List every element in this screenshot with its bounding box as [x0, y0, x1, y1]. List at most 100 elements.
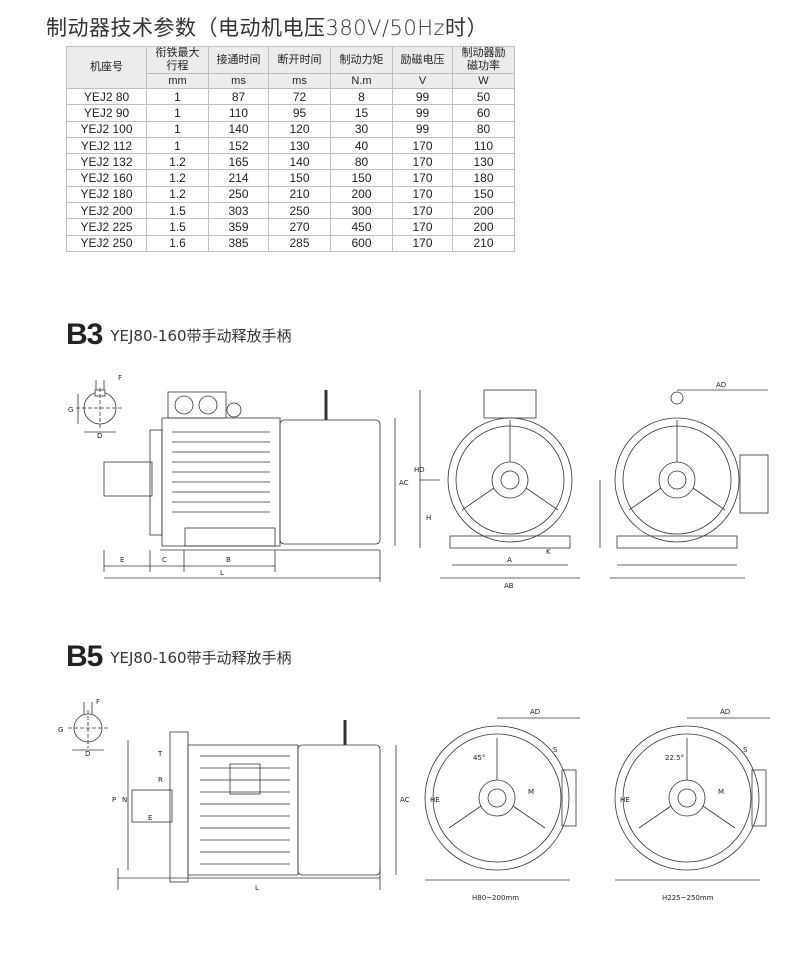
table-cell: 200	[452, 202, 515, 220]
table-cell: 152	[208, 136, 269, 155]
table-cell: 1.2	[146, 185, 209, 204]
b3-front-view-terminal-side	[599, 389, 769, 579]
table-cell: 270	[268, 218, 331, 236]
b3-cooling-fins	[172, 431, 270, 513]
table-cell: 99	[392, 104, 453, 122]
b5-caption-small: H80~200mm	[472, 894, 519, 902]
table-cell: 1.5	[146, 218, 209, 236]
b5-side-view	[117, 720, 397, 890]
table-cell: 140	[208, 120, 269, 138]
brake-spec-table: 机座号 衔铁最大行程 接通时间 断开时间 制动力矩 励磁电压 制动器励磁功率 m…	[66, 46, 515, 252]
b5-shaft-section	[68, 702, 108, 751]
b3-label-b: B	[226, 556, 231, 564]
b3-label-ad: AD	[716, 381, 726, 389]
table-cell: 110	[452, 136, 515, 155]
table-cell: 99	[392, 120, 453, 138]
b5-label-p: P	[112, 796, 116, 804]
b3-label-h: H	[426, 514, 431, 522]
b3-label-l: L	[220, 569, 224, 577]
b5-label-l: L	[255, 884, 259, 892]
unit-off-time: ms	[268, 73, 331, 89]
header-torque: 制动力矩	[330, 46, 393, 74]
table-cell: 214	[208, 169, 269, 187]
table-cell: YEJ2 112	[66, 136, 147, 155]
table-cell: 1	[146, 104, 209, 122]
b5-caption-large: H225~250mm	[662, 894, 714, 902]
table-cell: 87	[208, 87, 269, 106]
table-cell: 80	[452, 120, 515, 138]
table-cell: 170	[392, 185, 453, 204]
unit-stroke: mm	[146, 73, 209, 89]
b3-drawing: F G D E C B L AC HD H A AB K AD	[68, 374, 769, 590]
b5-label-e: E	[148, 814, 152, 822]
table-cell: 1.5	[146, 202, 209, 220]
b5-label-m-1: M	[528, 788, 534, 796]
b3-label-k: K	[546, 548, 551, 556]
table-cell: 210	[268, 185, 331, 204]
table-cell: 450	[330, 218, 393, 236]
b3-label-e: E	[120, 556, 124, 564]
b3-subtitle: YEJ80-160带手动释放手柄	[110, 326, 292, 345]
table-cell: 303	[208, 202, 269, 220]
b3-side-view	[103, 390, 381, 551]
unit-on-time: ms	[208, 73, 269, 89]
table-cell: 99	[392, 87, 453, 106]
page-title: 制动器技术参数（电动机电压380V/50Hz时）	[46, 16, 489, 40]
table-cell: 1	[146, 87, 209, 106]
table-cell: 250	[268, 202, 331, 220]
table-cell: 72	[268, 87, 331, 106]
table-cell: 1	[146, 136, 209, 155]
b3-dimension-labels: F G D E C B L AC HD H A AB K AD	[68, 374, 726, 590]
b5-label-t: T	[157, 750, 163, 758]
b3-shaft-section	[76, 380, 124, 433]
table-header: 机座号 衔铁最大行程 接通时间 断开时间 制动力矩 励磁电压 制动器励磁功率 m…	[66, 46, 515, 89]
table-cell: 600	[330, 234, 393, 252]
table-cell: 150	[452, 185, 515, 204]
b5-label-r: R	[158, 776, 163, 784]
b3-label-g: G	[68, 406, 73, 414]
table-cell: 285	[268, 234, 331, 252]
table-cell: 150	[330, 169, 393, 187]
table-cell: 170	[392, 136, 453, 155]
table-cell: 200	[330, 185, 393, 204]
b3-side-dimensions	[103, 418, 396, 582]
b3-front-view	[419, 389, 580, 579]
unit-voltage: V	[392, 73, 453, 89]
b5-label-g: G	[58, 726, 63, 734]
b5-label-d: D	[85, 750, 90, 758]
table-cell: 165	[208, 153, 269, 171]
table-cell: 250	[208, 185, 269, 204]
table-cell: YEJ2 250	[66, 234, 147, 252]
header-frame: 机座号	[66, 46, 147, 89]
table-cell: 1.2	[146, 169, 209, 187]
table-cell: 1.2	[146, 153, 209, 171]
table-cell: YEJ2 200	[66, 202, 147, 220]
table-cell: YEJ2 90	[66, 104, 147, 122]
b5-label-angle-45: 45°	[473, 754, 485, 762]
table-cell: 1.6	[146, 234, 209, 252]
b5-dimension-labels: F G D P N T R E L AC AD S M 45° HE AD S …	[58, 698, 748, 902]
b5-label-f: F	[96, 698, 100, 706]
b3-label-c: C	[162, 556, 167, 564]
table-cell: 180	[452, 169, 515, 187]
table-cell: 170	[392, 234, 453, 252]
table-cell: YEJ2 132	[66, 153, 147, 171]
b3-label-f: F	[118, 374, 122, 382]
table-cell: 170	[392, 169, 453, 187]
table-cell: YEJ2 160	[66, 169, 147, 187]
table-cell: 385	[208, 234, 269, 252]
b5-front-view-small	[424, 717, 580, 881]
table-cell: 120	[268, 120, 331, 138]
b5-label-ad-1: AD	[530, 708, 540, 716]
